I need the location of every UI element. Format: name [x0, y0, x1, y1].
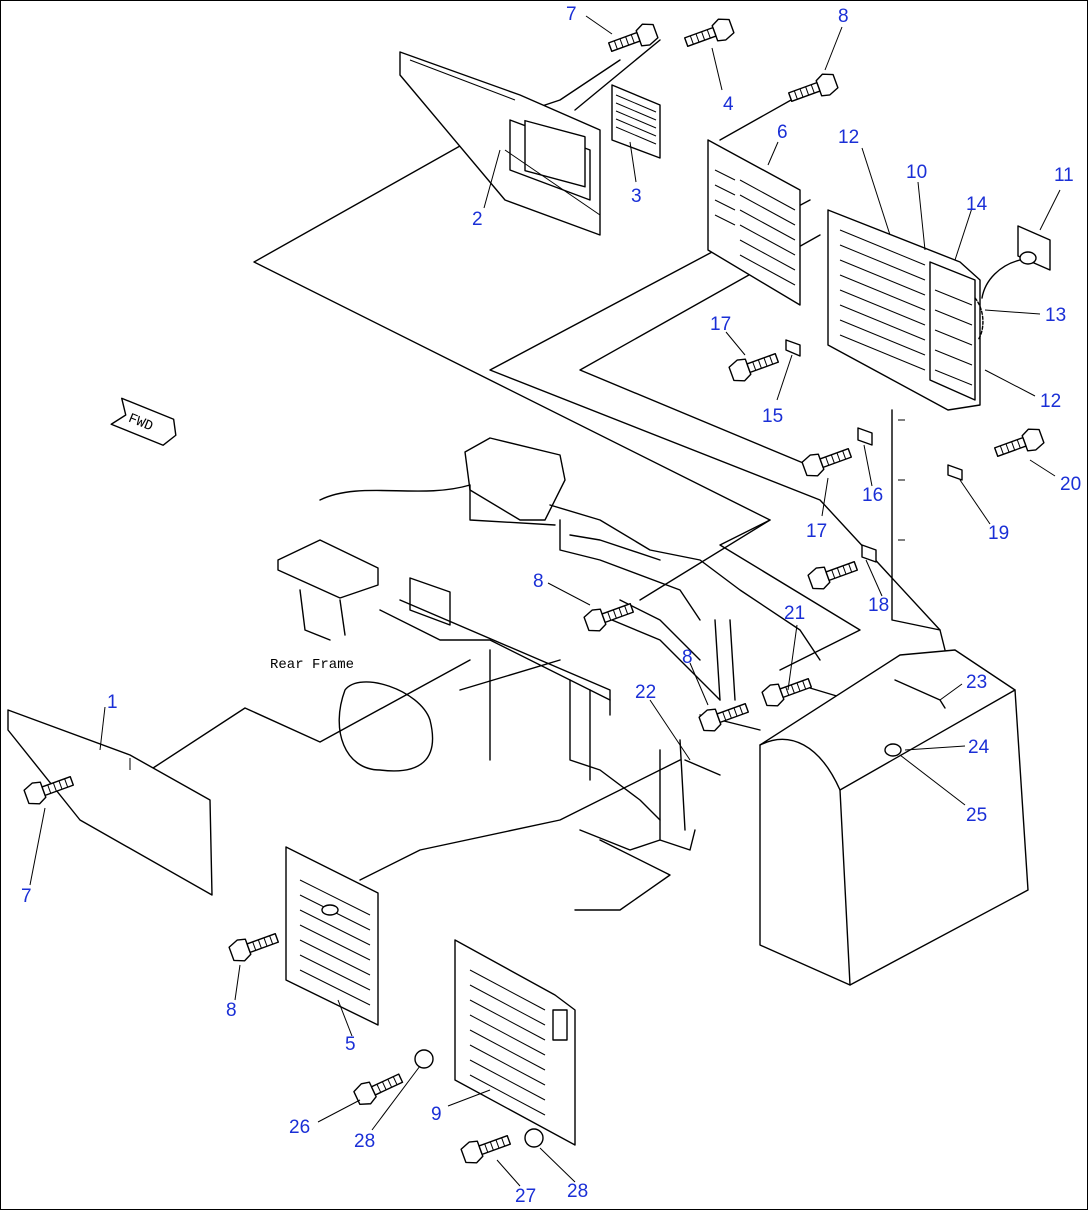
- callout-15: 15: [762, 406, 783, 427]
- callout-12: 12: [838, 127, 859, 148]
- callout-24: 24: [968, 737, 990, 758]
- callout-28: 28: [567, 1181, 588, 1202]
- bolt-4: [681, 15, 736, 54]
- part-1-cover: [7, 709, 213, 896]
- part-6-panel: [707, 139, 801, 306]
- bolt-27: [459, 1128, 514, 1167]
- callout-8: 8: [226, 1000, 237, 1021]
- large-tank: [759, 649, 1029, 986]
- callout-21: 21: [784, 603, 805, 624]
- callout-3: 3: [631, 186, 642, 207]
- rear-frame-label: Rear Frame: [270, 657, 354, 673]
- part-13-strap: [974, 297, 984, 341]
- part-16-nut-upper: [857, 427, 873, 446]
- callout-20: 20: [1060, 474, 1081, 495]
- callout-27: 27: [515, 1186, 536, 1207]
- part-2-bracket: [399, 51, 601, 236]
- callout-9: 9: [431, 1104, 442, 1125]
- side-bracket: [891, 409, 946, 651]
- part-19-nut: [947, 464, 963, 481]
- bolt-21: [760, 671, 815, 710]
- callout-8: 8: [838, 6, 849, 27]
- callout-5: 5: [345, 1034, 356, 1055]
- bolt-8-lower: [697, 696, 752, 735]
- part-9-panel: [454, 939, 576, 1146]
- part-10-grille: [827, 209, 981, 411]
- part-3-grille: [611, 84, 661, 159]
- part-28-washer-b: [524, 1128, 544, 1148]
- callout-8: 8: [533, 571, 544, 592]
- callout-25: 25: [966, 805, 987, 826]
- bolt-18: [806, 554, 861, 593]
- callout-12: 12: [1040, 391, 1061, 412]
- fwd-tag: FWD: [110, 397, 177, 446]
- callout-13: 13: [1045, 305, 1066, 326]
- callout-10: 10: [906, 162, 927, 183]
- callout-8: 8: [682, 647, 693, 668]
- callout-7: 7: [566, 4, 577, 25]
- bolt-8-left: [227, 926, 282, 965]
- callout-11: 11: [1054, 165, 1074, 186]
- bolt-17-mid: [800, 441, 855, 480]
- callout-26: 26: [289, 1117, 310, 1138]
- part-24-washer: [884, 743, 902, 757]
- callout-14: 14: [966, 194, 988, 215]
- bolt-8-top: [785, 70, 840, 109]
- bolt-26: [351, 1067, 406, 1109]
- callout-17: 17: [710, 314, 731, 335]
- callout-23: 23: [966, 672, 987, 693]
- callout-28: 28: [354, 1131, 375, 1152]
- bolt-17-top: [727, 346, 782, 385]
- callout-17: 17: [806, 521, 827, 542]
- callout-18: 18: [868, 595, 889, 616]
- callout-7: 7: [21, 886, 32, 907]
- callouts: 7 4 8 2 3 6 12 10 14 11 13 12 17 15 16 1…: [21, 4, 1081, 1207]
- leader-lines: [29, 15, 1061, 1187]
- part-28-washer-a: [414, 1049, 434, 1069]
- callout-2: 2: [472, 209, 483, 230]
- part-16-nut-lower: [861, 544, 877, 563]
- part-5-panel: [285, 846, 379, 1026]
- callout-19: 19: [988, 523, 1009, 544]
- callout-22: 22: [635, 682, 656, 703]
- part-15-nut: [785, 339, 801, 357]
- bolt-20: [991, 425, 1046, 464]
- bolt-8-mid: [582, 596, 637, 635]
- part-22-hinge: [684, 759, 721, 776]
- part-11-latch: [981, 225, 1051, 299]
- rear-frame-body: [277, 437, 821, 851]
- callout-4: 4: [723, 94, 734, 115]
- callout-16: 16: [862, 485, 883, 506]
- bolt-7-top: [605, 20, 660, 59]
- callout-6: 6: [777, 122, 788, 143]
- callout-1: 1: [107, 692, 118, 713]
